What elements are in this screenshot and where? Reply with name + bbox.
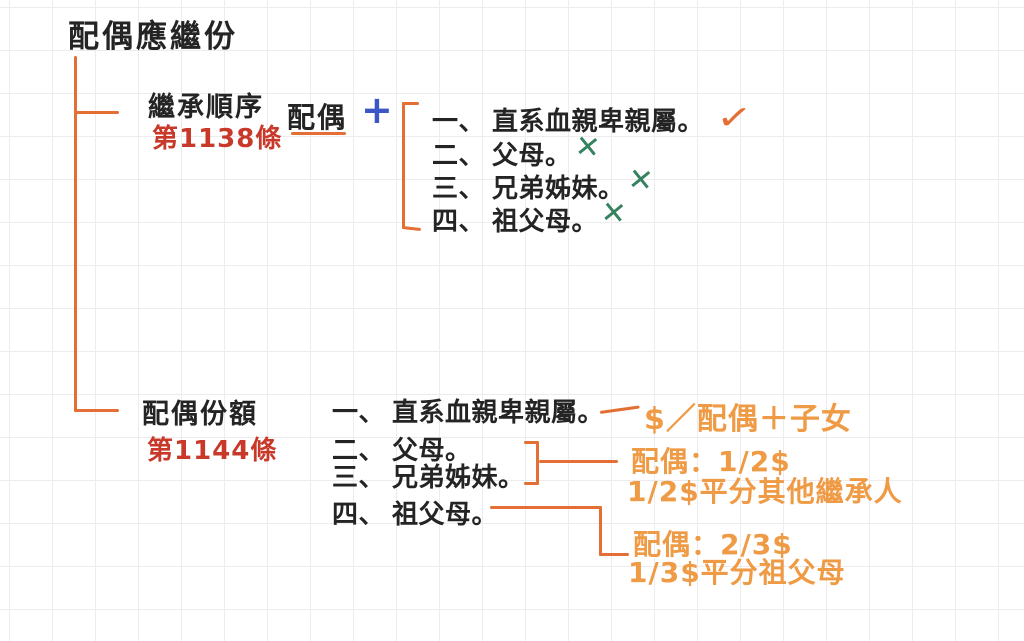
connector-mid-bracket-bottom-tick: [524, 482, 539, 485]
plus-icon: +: [361, 88, 393, 132]
annotation-mid-order-line1: 配偶：1/2$: [631, 445, 791, 478]
list-item-number: 四、: [332, 500, 386, 530]
list-item-text: 直系血親卑親屬。: [492, 107, 705, 137]
spouse-label: 配偶: [287, 101, 348, 134]
page-title: 配偶應繼份: [68, 19, 238, 55]
annotation-first-order: $／配偶＋子女: [644, 402, 852, 437]
check-icon: ✓: [714, 97, 755, 139]
list-item-number: 二、: [332, 436, 386, 466]
list-item-text: 兄弟姊妹。: [492, 174, 625, 204]
list-item-text: 祖父母。: [492, 207, 599, 237]
order-heading: 繼承順序: [148, 92, 264, 123]
spouse-underline: [291, 132, 346, 135]
list-item-text: 父母。: [392, 436, 472, 466]
list-item-number: 二、: [432, 141, 486, 171]
connector-mid-bracket-line: [536, 441, 539, 485]
share-heading: 配偶份額: [142, 399, 258, 430]
list-item: 一、 直系血親卑親屬。: [332, 392, 604, 429]
list-item-number: 三、: [432, 174, 486, 204]
connector-mid-bracket-top-tick: [524, 441, 539, 444]
order-bracket-top-tick: [402, 102, 419, 105]
tree-branch-order-line: [74, 111, 119, 114]
list-item-number: 三、: [332, 463, 386, 493]
connector-first-order-line: [599, 405, 640, 414]
connector-fourth-line-h2: [599, 553, 629, 556]
list-item: 二、 父母。 ✕: [432, 128, 602, 172]
list-item: 三、 兄弟姊妹。: [332, 457, 525, 494]
order-bracket-bottom-tick: [401, 226, 422, 231]
tree-branch-share-line: [74, 409, 119, 412]
list-item-number: 一、: [432, 107, 486, 137]
cross-icon: ✕: [572, 128, 602, 167]
order-article-number: 第1138條: [152, 124, 283, 154]
list-item: 四、 祖父母。 ✕: [432, 194, 629, 238]
list-item-text: 祖父母。: [392, 500, 499, 530]
list-item-number: 四、: [432, 207, 486, 237]
connector-fourth-line-v: [599, 506, 602, 556]
list-item-number: 一、: [332, 398, 386, 428]
list-item-text: 兄弟姊妹。: [392, 463, 525, 493]
tree-spine-line: [74, 56, 77, 412]
annotation-fourth-order-line1: 配偶：2/3$: [633, 528, 793, 561]
connector-fourth-line-h1: [490, 506, 602, 509]
list-item-text: 直系血親卑親屬。: [392, 398, 605, 428]
cross-icon: ✕: [599, 194, 629, 233]
connector-mid-line: [539, 460, 618, 463]
list-item: 二、 父母。: [332, 430, 472, 467]
annotation-mid-order-line2: 1/2$平分其他繼承人: [627, 475, 903, 508]
share-article-number: 第1144條: [147, 436, 278, 466]
order-bracket-line: [402, 102, 405, 229]
cross-icon: ✕: [625, 161, 655, 200]
list-item: 四、 祖父母。: [332, 494, 498, 531]
annotation-fourth-order-line2: 1/3$平分祖父母: [628, 556, 846, 589]
list-item: 一、 直系血親卑親屬。 ✓: [432, 97, 754, 139]
list-item: 三、 兄弟姊妹。 ✕: [432, 161, 655, 205]
list-item-text: 父母。: [492, 141, 572, 171]
